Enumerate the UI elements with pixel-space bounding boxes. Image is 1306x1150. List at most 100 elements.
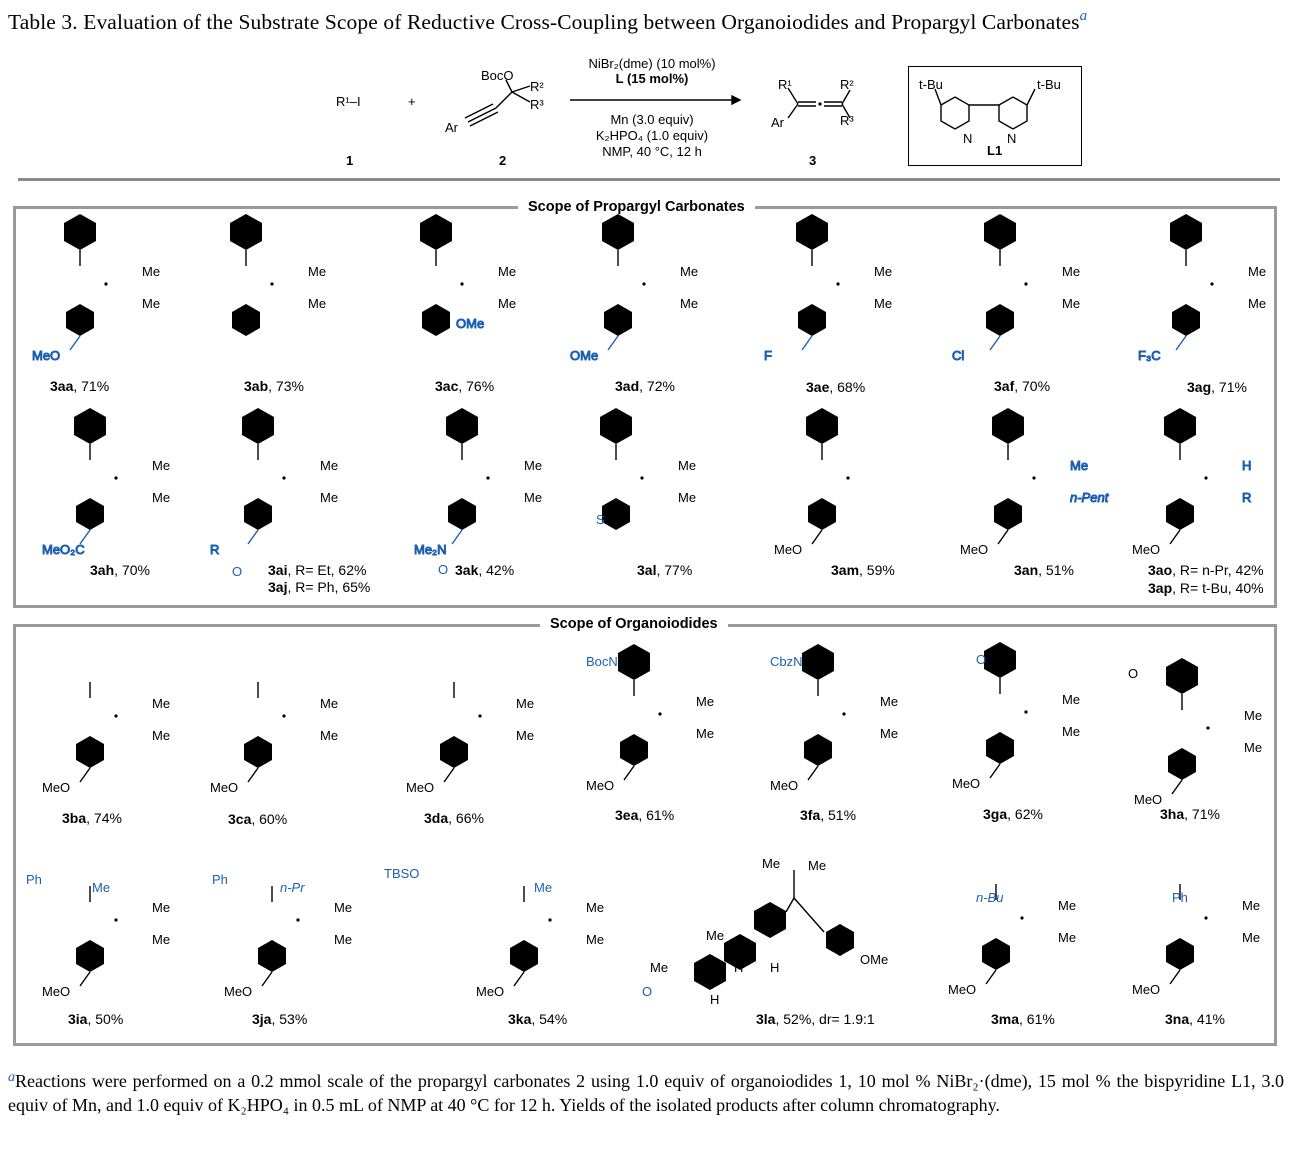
compound-yield: , 70% [114,562,150,578]
aryl-ring [232,304,260,336]
compound-label-3ag: 3ag, 71% [1187,379,1247,395]
para-substituent: MeO [960,542,988,557]
me-3la-a: Me [762,856,781,871]
compound-id: 3ja [252,1011,272,1027]
para-substituent: MeO [406,780,434,795]
para-substituent: MeO₂C [42,542,85,557]
substituent-top: Me [1062,264,1080,279]
compound-id: 3ga [983,806,1008,822]
compound-yield: , 53% [271,1011,308,1027]
compound-id: 3ak [455,562,479,578]
aryl-ring [1166,498,1194,530]
compound-yield: , 41% [1189,1011,1225,1027]
condition-ligand: L (15 mol%) [615,71,689,86]
table-footnote: aReactions were performed on a 0.2 mmol … [8,1066,1284,1117]
me-3la-c: Me [706,928,725,943]
allene-unit [454,698,512,734]
condition-reductant: Mn (3.0 equiv) [610,112,694,127]
para-substituent: MeO [586,778,614,793]
compound-id: 3ma [991,1011,1020,1027]
compound-yield: , R= Et, 62% [287,562,367,578]
substituent-bottom: Me [320,728,338,743]
substituent-bottom: Me [334,932,352,947]
para-substituent: MeO [476,984,504,999]
cyclohexyl-ring [230,214,262,250]
compound-id: 3ba [62,810,87,826]
compound-yield: , 74% [86,810,122,826]
compound-label-3an: 3an, 51% [1014,562,1074,578]
aryl-ring [1168,748,1196,780]
substituent-bottom: Me [586,932,604,947]
allene-unit [1008,460,1066,496]
aryl-ring [986,732,1014,764]
compound-yield: , R= Ph, 65% [287,579,371,595]
bocn-3ea: BocN [586,654,618,669]
aryl-ring [982,938,1010,970]
table-title-text: Table 3. Evaluation of the Substrate Sco… [8,10,1080,34]
para-substituent: MeO [1134,792,1162,807]
substituent-top: Me [524,458,542,473]
me-3la-d: Me [650,960,669,975]
aryl-ring [422,304,450,336]
aryl-ring [244,736,272,768]
compound-yield: , 71% [1184,806,1220,822]
steroid-ring-b [724,934,756,970]
compound-id: 3ao [1148,562,1173,578]
ph-3ja: Ph [212,872,228,887]
substituent-bottom: Me [320,490,338,505]
cyclohexyl-ring [618,644,650,680]
compound-id: 3ai [268,562,288,578]
compound-yield: , 51% [820,807,857,823]
substituent-top: H [1242,458,1251,473]
substituent-bottom: Me [1062,724,1080,739]
allene-unit [1186,266,1244,302]
h-3la-d: H [710,992,720,1007]
compound-label-3na: 3na, 41% [1165,1011,1225,1027]
compound-id: 3ka [508,1011,532,1027]
conditions-below: Mn (3.0 equiv) K₂HPO₄ (1.0 equiv) NMP, 4… [582,112,722,160]
substituent-top: Me [308,264,326,279]
cyclohexyl-ring [602,214,634,250]
cyclohexyl-ring [242,408,274,444]
compound-label-3ap: 3ap, R= t-Bu, 40% [1148,580,1264,596]
aryl-ring [66,304,94,336]
compound-id: 3ab [244,378,269,394]
substituent-top: Me [142,264,160,279]
para-substituent: MeO [948,982,976,997]
aryl-ring [440,736,468,768]
aryl-ring [76,498,104,530]
para-substituent: MeO [224,984,252,999]
para-substituent: Cl [952,348,964,363]
compound-id: 3la [756,1011,776,1027]
substituent-bottom: Me [142,296,160,311]
cyclohexyl-ring [1164,408,1196,444]
substituent-top: Me [874,264,892,279]
meta-substituent: OMe [456,316,484,331]
compound-id: 3al [637,562,657,578]
carbonate-r3: R³ [530,97,544,112]
substituent-bottom: n-Pent [1070,490,1110,505]
aryl-ring [798,304,826,336]
substituent-top: Me [678,458,696,473]
cyclohexyl-ring [1166,658,1198,694]
product-ar: Ar [771,115,784,130]
compound-yield: , 76% [458,378,495,394]
steroid-ring-a [754,902,786,938]
cyclohexyl-ring [1170,214,1202,250]
para-substituent: MeO [770,778,798,793]
condition-base: K₂HPO₄ (1.0 equiv) [595,128,709,143]
allene-unit [812,266,870,302]
bipyridine-ligand-structure: t-Bu t-Bu N N L1 [919,77,1061,158]
compound-label-3ah: 3ah, 70% [90,562,150,578]
allene-unit [80,266,138,302]
